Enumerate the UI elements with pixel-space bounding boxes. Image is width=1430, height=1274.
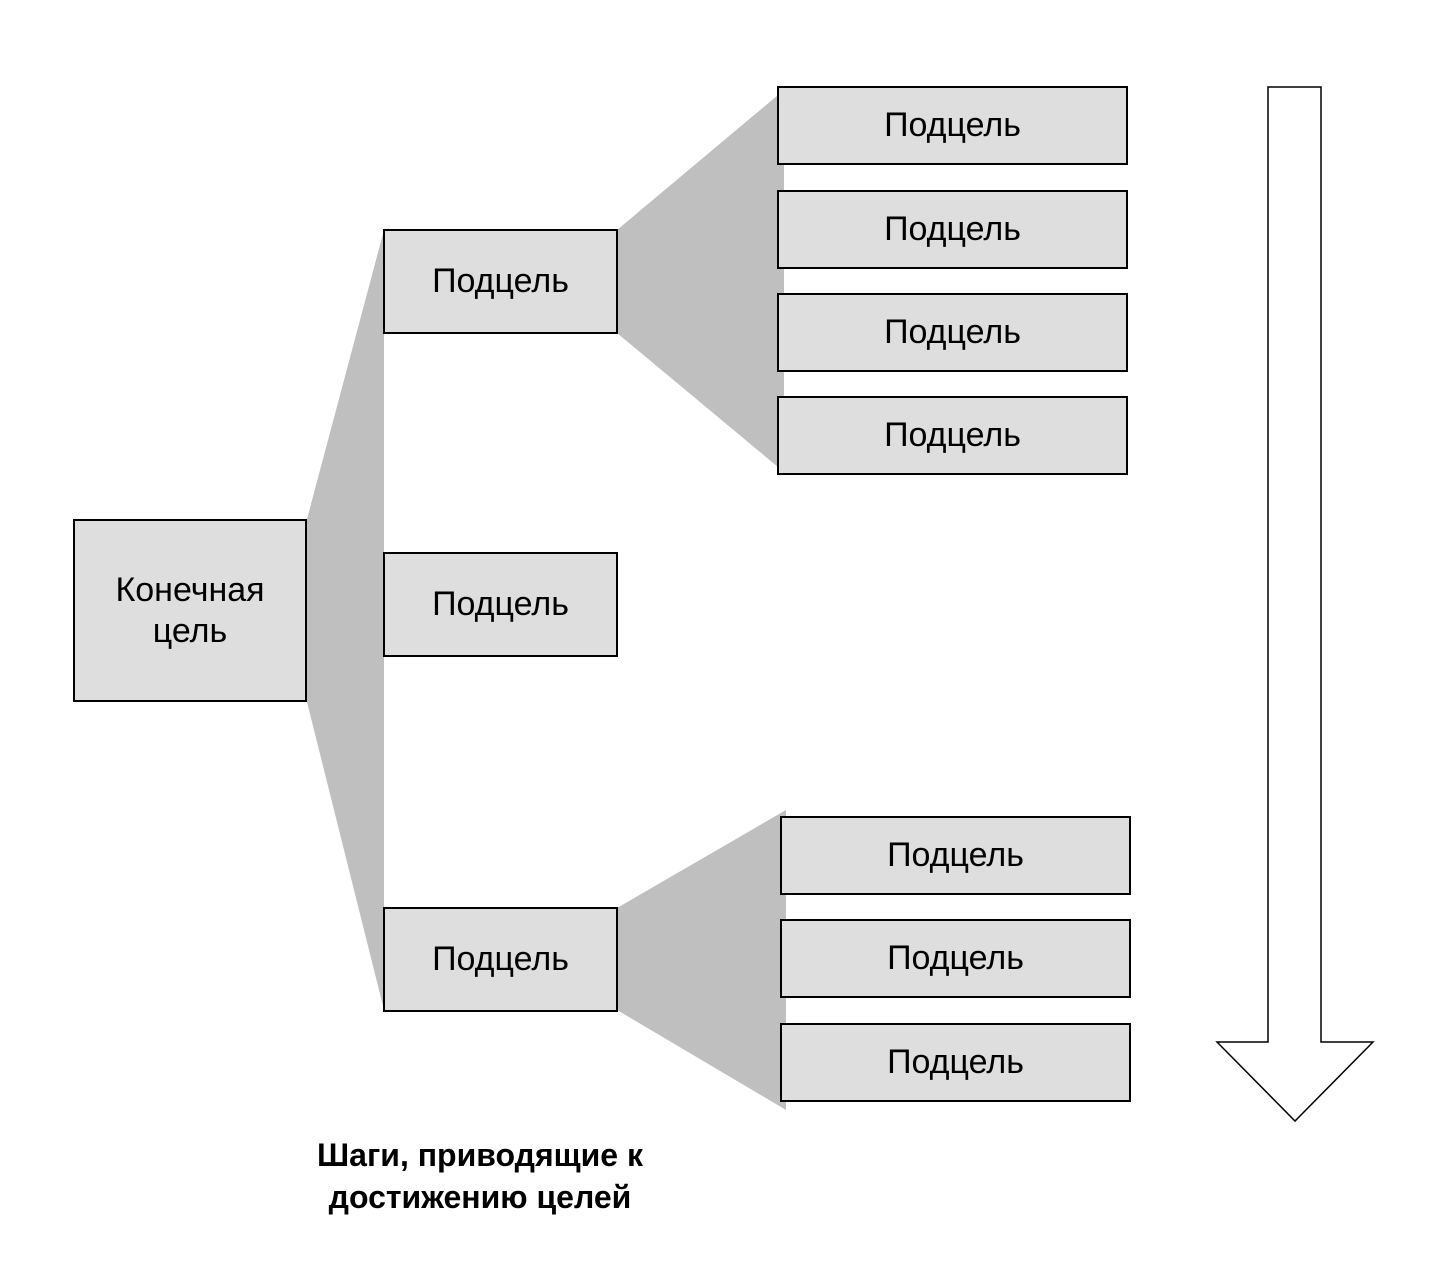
subgoal-label: Подцель (884, 416, 1021, 455)
connector-subgoal-3-to-children (617, 810, 786, 1110)
subgoal-label: Подцель (432, 585, 569, 624)
subgoal-1-child-1: Подцель (777, 86, 1128, 165)
subgoal-label: Подцель (884, 210, 1021, 249)
subgoal-1-child-2: Подцель (777, 190, 1128, 269)
final-goal-box: Конечная цель (73, 519, 307, 702)
subgoal-label: Подцель (432, 262, 569, 301)
subgoal-label: Подцель (887, 1043, 1024, 1082)
subgoal-box-3: Подцель (383, 907, 618, 1012)
connector-subgoal-1-to-children (617, 90, 784, 472)
subgoal-label: Подцель (432, 940, 569, 979)
subgoal-label: Подцель (884, 106, 1021, 145)
subgoal-1-child-4: Подцель (777, 396, 1128, 475)
subgoal-3-child-3: Подцель (780, 1023, 1131, 1102)
subgoal-1-child-3: Подцель (777, 293, 1128, 372)
subgoal-label: Подцель (884, 313, 1021, 352)
down-arrow-icon (1215, 86, 1375, 1123)
subgoal-3-child-2: Подцель (780, 919, 1131, 998)
subgoal-label: Подцель (887, 836, 1024, 875)
final-goal-label: Конечная цель (115, 570, 265, 650)
subgoal-box-1: Подцель (383, 229, 618, 334)
steps-caption: Шаги, приводящие к достижению целей (316, 1137, 643, 1215)
subgoal-box-2: Подцель (383, 552, 618, 657)
subgoal-label: Подцель (887, 939, 1024, 978)
subgoal-3-child-1: Подцель (780, 816, 1131, 895)
connector-root-to-subgoals (307, 230, 384, 1010)
